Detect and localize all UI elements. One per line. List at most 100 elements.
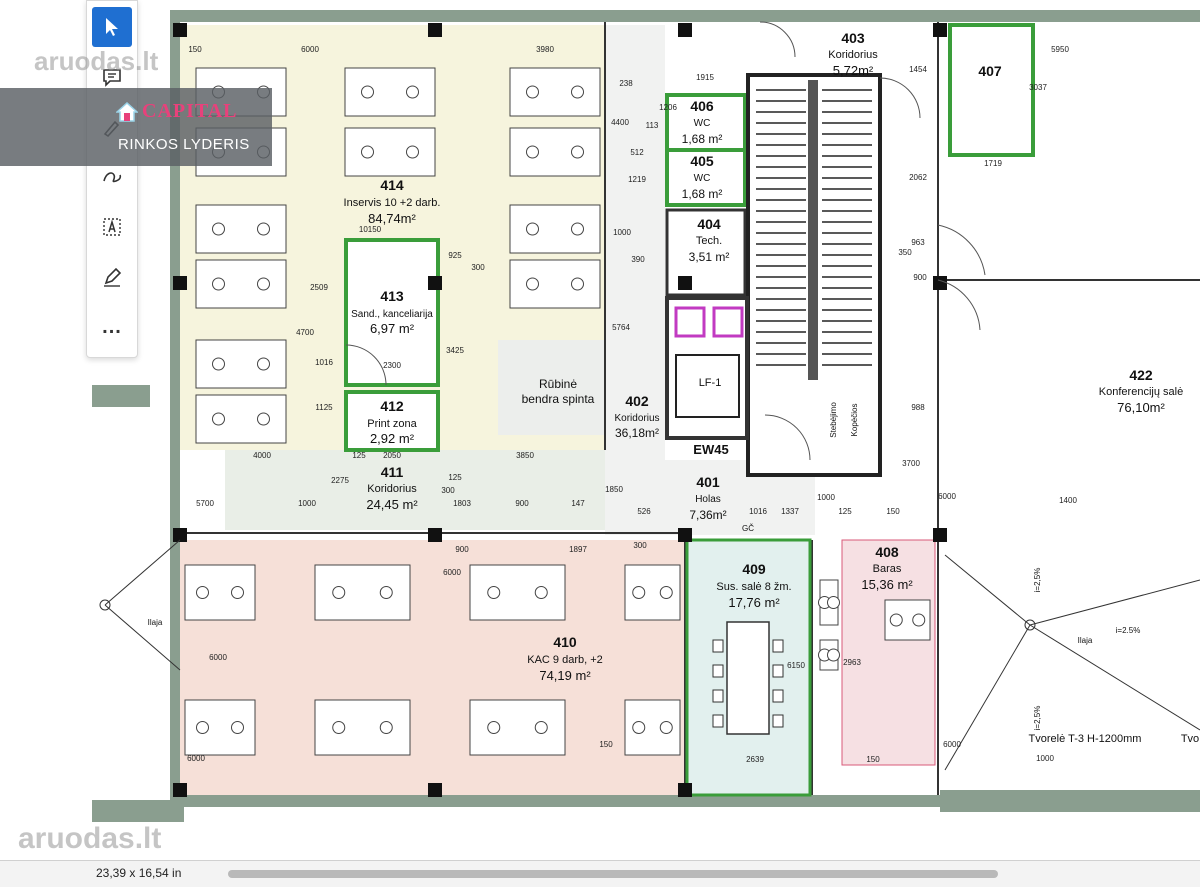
dimension-label: 300 [441,486,455,495]
dimension-label: 300 [471,263,485,272]
room-414-name: Inservis 10 +2 darb. [344,197,441,209]
dimension-label: 526 [637,507,651,516]
ilaja-label-1: Ilaja [1078,636,1093,645]
room-422-name: Konferencijų salė [1099,386,1183,398]
dimension-label: 300 [633,541,647,550]
drain-left [99,599,111,611]
dimension-label: 150 [599,740,613,749]
text-box-tool[interactable] [92,207,132,247]
structural-column [428,528,442,542]
desk-cluster [469,564,566,621]
room-422-num: 422 [1129,367,1153,383]
desk-cluster [509,204,601,254]
room-408-num: 408 [875,544,899,560]
dimension-label: 1400 [1059,496,1077,505]
dimension-label: 3700 [902,459,920,468]
room-405-area: 1,68 m² [682,187,723,201]
meeting-chair [712,689,724,703]
slope-label-3: i=2,5% [1033,706,1042,731]
room-408-area: 15,36 m² [861,577,913,592]
lift-box-2 [712,306,744,338]
tvo-label: Tvo [1181,733,1199,745]
office-chair [571,222,584,236]
room-422-area: 76,10m² [1117,400,1165,415]
structural-column [173,276,187,290]
horizontal-scrollbar[interactable] [228,870,998,878]
dimension-label: 1206 [659,103,677,112]
signature-tool[interactable] [92,257,132,297]
dimension-label: 125 [448,473,462,482]
dimension-label: 147 [571,499,585,508]
draw-tool[interactable] [92,157,132,197]
room-403-name: Koridorius [828,49,878,61]
meeting-chair [772,714,784,728]
meeting-chair [772,664,784,678]
wall-left-outer-2 [92,800,184,822]
dimension-label: 3425 [446,346,464,355]
structural-column [678,23,692,37]
office-chair [257,222,270,236]
dimension-label: 2275 [331,476,349,485]
structural-column [428,23,442,37]
slope-label-1: i=2.5% [1116,626,1141,635]
office-chair [827,596,840,609]
office-chair [196,721,209,734]
dimension-label: 125 [838,507,852,516]
dimension-label: 150 [866,755,880,764]
dimension-label: 1016 [749,507,767,516]
ellipsis-icon: ... [102,316,122,338]
room-414-area: 84,74m² [368,211,416,226]
meeting-chair [772,639,784,653]
wall-408 [841,539,936,766]
page-size-readout: 23,39 x 16,54 in [96,866,182,880]
stair-treads [756,89,872,366]
room-401-name: Holas [695,494,721,505]
office-chair [361,145,374,159]
dimension-label: 900 [913,273,927,282]
room-403-area: 5,72m² [833,63,874,78]
dimension-label: 5764 [612,323,630,332]
room-409-name: Sus. salė 8 žm. [716,581,791,593]
courtyard-label: Tvorelė T-3 H-1200mm [1029,733,1142,745]
watermark-bottom: aruodas.lt [18,822,162,855]
slope-label-2: i=2,5% [1033,568,1042,593]
dimension-label: 6000 [301,45,319,54]
room-404-area: 3,51 m² [689,250,730,264]
comment-tool[interactable] [92,57,132,97]
dimension-label: 5700 [196,499,214,508]
meeting-table [726,621,770,735]
dimension-label: 125 [352,451,366,460]
select-tool[interactable] [92,7,132,47]
room-411-area: 24,45 m² [366,497,418,512]
dimension-label: 1000 [298,499,316,508]
desk-cluster [195,259,287,309]
structural-column [428,276,442,290]
ew-label: EW45 [693,442,728,457]
room-408-fill [842,540,935,765]
room-406-area: 1,68 m² [682,132,723,146]
room-407-num: 407 [978,63,1002,79]
desk-cluster [184,564,256,621]
room-411-num: 411 [381,464,404,480]
structural-column [428,783,442,797]
gc-label: GČ [742,524,754,533]
room-401-area: 7,36m² [689,508,726,522]
dimension-label: 6000 [187,754,205,763]
dimension-label: 900 [515,499,529,508]
room-409-num: 409 [742,561,766,577]
room-412-name: Print zona [367,418,417,430]
room-412-num: 412 [380,398,404,414]
room-402-num: 402 [625,393,649,409]
room-405-name: WC [694,173,711,184]
dimension-label: 988 [911,403,925,412]
dimension-label: 113 [646,121,659,130]
more-tools[interactable]: ... [92,307,132,347]
room-404-name: Tech. [696,235,722,247]
room-402-fill [605,25,665,535]
desk-cluster [509,67,601,117]
lift-box-1 [674,306,706,338]
meeting-chair [772,689,784,703]
structural-column [678,783,692,797]
dimension-label: 963 [911,238,925,247]
dimension-label: 1454 [909,65,927,74]
